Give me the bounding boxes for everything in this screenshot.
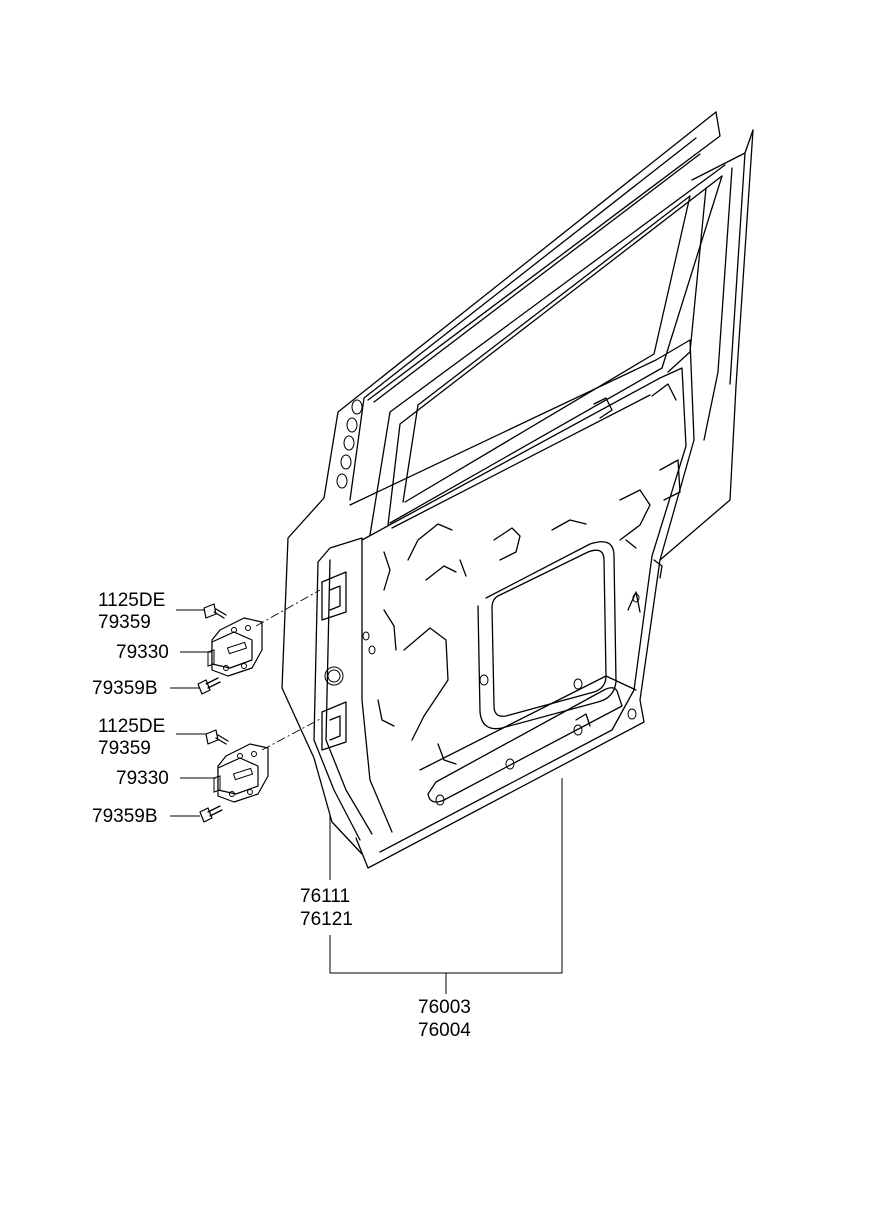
- label-door-assembly-76003: 76003: [418, 997, 471, 1018]
- label-lower-bolt-79359b: 79359B: [92, 806, 158, 827]
- label-door-panel-76111: 76111: [300, 886, 351, 907]
- lower-hinge: [213, 743, 269, 803]
- inner-door-panel: [313, 339, 695, 869]
- upper-bolt-top-icon: [203, 603, 227, 619]
- label-upper-bolt-79359b: 79359B: [92, 678, 158, 699]
- lower-bolt-bottom-icon: [199, 805, 223, 823]
- label-lower-bolt-1125de: 1125DE: [98, 716, 166, 737]
- label-upper-bolt-79359: 79359: [98, 612, 151, 633]
- label-door-panel-76121: 76121: [300, 909, 353, 930]
- label-door-assembly-76004: 76004: [418, 1020, 471, 1041]
- label-upper-bolt-1125de: 1125DE: [98, 590, 166, 611]
- label-lower-hinge-79330: 79330: [116, 768, 169, 789]
- door-frame: [281, 111, 754, 855]
- label-lower-bolt-79359: 79359: [98, 738, 151, 759]
- leader-lines: [170, 609, 563, 994]
- alignment-lines: [255, 589, 323, 751]
- upper-bolt-bottom-icon: [197, 677, 221, 695]
- lower-bolt-top-icon: [205, 729, 229, 745]
- upper-hinge: [207, 617, 263, 677]
- label-upper-hinge-79330: 79330: [116, 642, 169, 663]
